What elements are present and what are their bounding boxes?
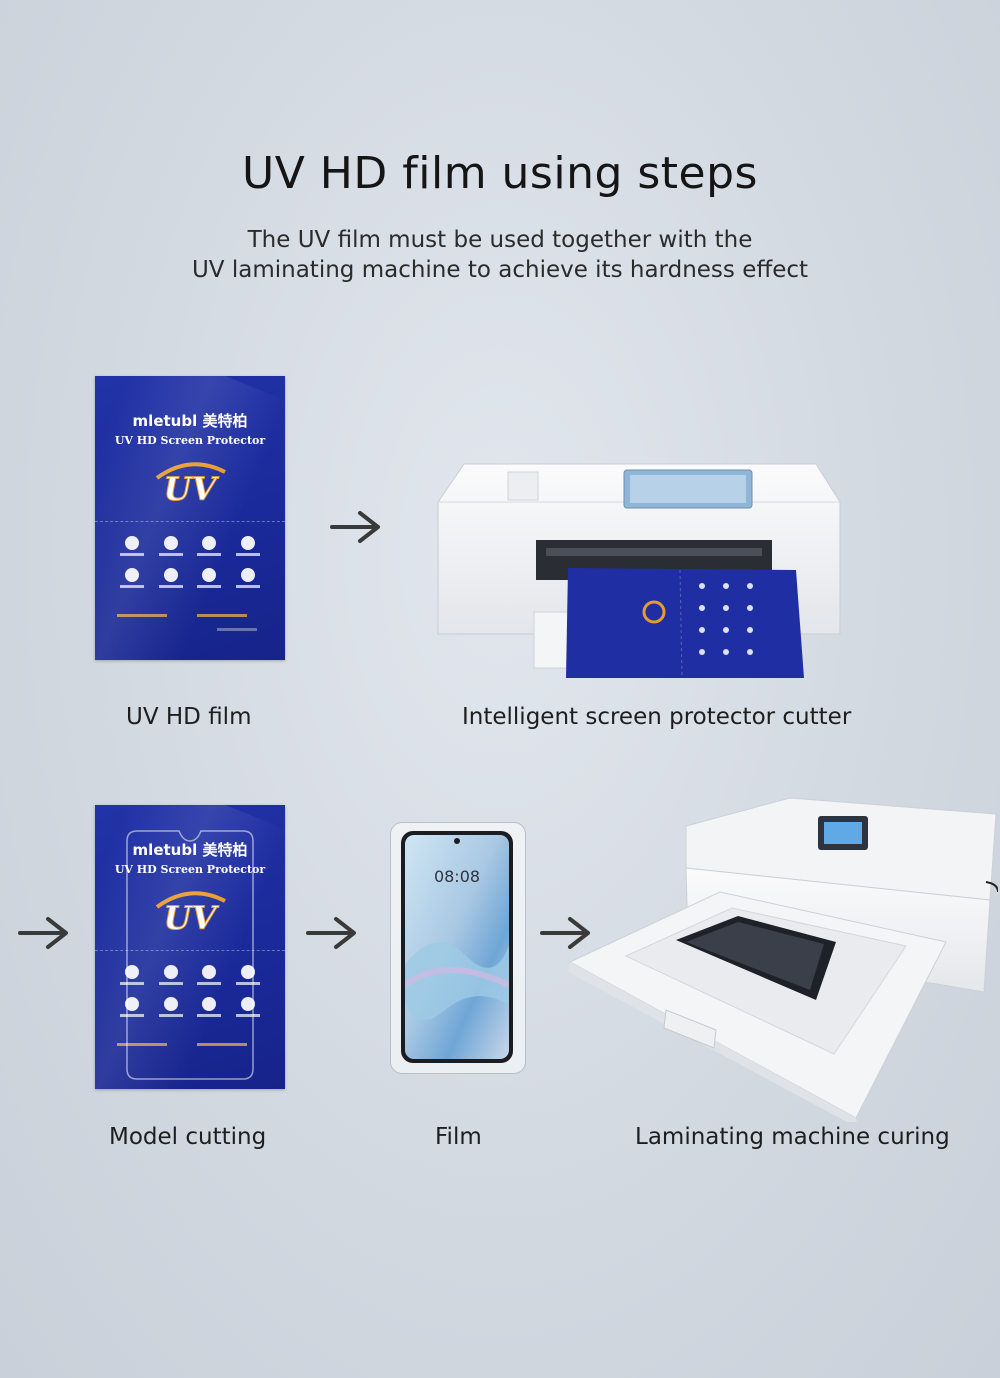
subtitle-line-2: UV laminating machine to achieve its har…: [191, 257, 809, 283]
phone-body: 08:08: [401, 831, 513, 1063]
uv-film-card-image: mletubl 美特柏 UV HD Screen Protector UV: [95, 376, 285, 660]
step-label-laminating-curing: Laminating machine curing: [635, 1124, 950, 1150]
svg-text:UV: UV: [164, 899, 220, 937]
model-cutting-card-image: mletubl 美特柏 UV HD Screen Protector UV: [95, 805, 285, 1089]
step-label-cutter: Intelligent screen protector cutter: [462, 704, 852, 730]
arrow-right-icon: [306, 917, 356, 949]
phone-cut-outline: [126, 830, 254, 1080]
uv-logo-icon: UV: [155, 891, 226, 937]
warning-notes: [117, 614, 267, 624]
signature: [217, 628, 257, 631]
svg-text:UV: UV: [164, 470, 220, 508]
feature-icons: [113, 536, 267, 588]
phone-clock: 08:08: [433, 867, 481, 886]
divider: [95, 521, 285, 522]
step-label-model-cutting: Model cutting: [109, 1124, 267, 1150]
step-label-film: Film: [435, 1124, 482, 1150]
brand-logo: mletubl 美特柏: [132, 412, 248, 430]
product-name: UV HD Screen Protector: [114, 434, 266, 447]
screen-protector-cutter-image: [437, 463, 841, 679]
laminating-machine-image: [568, 797, 998, 1122]
arrow-right-icon: [18, 917, 68, 949]
arrow-right-icon: [330, 511, 380, 543]
step-label-uv-hd-film: UV HD film: [126, 704, 252, 730]
product-name: UV HD Screen Protector: [114, 863, 266, 876]
brand-logo: mletubl 美特柏: [132, 841, 248, 859]
divider: [95, 950, 285, 951]
phone-screen-wallpaper: [405, 835, 509, 1059]
uv-logo-icon: UV: [155, 462, 226, 508]
arrow-right-icon: [540, 917, 590, 949]
subtitle-line-1: The UV film must be used together with t…: [247, 227, 753, 253]
film-package: 08:08: [390, 822, 526, 1074]
page-title: UV HD film using steps: [242, 148, 758, 199]
